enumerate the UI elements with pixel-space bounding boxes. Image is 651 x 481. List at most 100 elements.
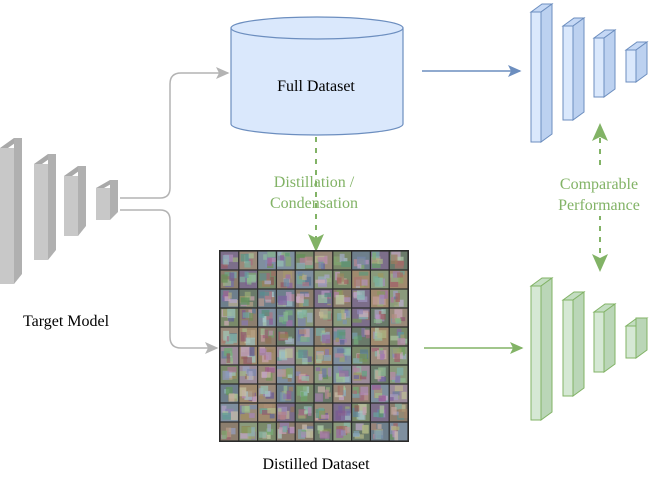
distilled-image-tile	[258, 327, 276, 346]
distilled-image-tile	[314, 403, 333, 422]
distilled-image-tile	[371, 251, 389, 270]
distilled-image-tile	[239, 327, 257, 346]
distilled-image-tile	[239, 346, 257, 365]
distilled-image-tile	[314, 251, 333, 270]
distillation-label-line1: Distillation /	[274, 174, 355, 191]
distilled-image-tile	[277, 251, 295, 270]
distillation-label-line2: Condensation	[270, 195, 358, 212]
distilled-image-tile	[333, 365, 351, 384]
distilled-image-tile	[333, 327, 351, 346]
distilled-image-tile	[352, 403, 370, 422]
distilled-image-tile	[352, 270, 370, 289]
full-dataset-label: Full Dataset	[277, 78, 355, 95]
distilled-image-tile	[258, 384, 276, 403]
distilled-image-tile	[389, 365, 408, 384]
distilled-image-tile	[352, 384, 370, 403]
distilled-image-tile	[295, 403, 314, 422]
distilled-image-tile	[239, 251, 257, 270]
distilled-image-tile	[371, 308, 389, 327]
distilled-image-tile	[239, 403, 257, 422]
distilled-image-tile	[389, 327, 408, 346]
distilled-image-tile	[239, 270, 257, 289]
target-layer-4	[96, 180, 118, 220]
distilled-image-tile	[389, 308, 408, 327]
distilled-image-tile	[333, 251, 351, 270]
distilled-image-tile	[314, 327, 333, 346]
distilled-image-tile	[258, 403, 276, 422]
distilled-image-tile	[371, 289, 389, 308]
distilled-image-tile	[389, 289, 408, 308]
distilled-image-tile	[220, 422, 239, 441]
distilled-image-tile	[295, 270, 314, 289]
target-layer-1	[0, 138, 22, 284]
target-to-full-arrow	[120, 67, 230, 199]
distilled-image-tile	[333, 270, 351, 289]
comparable-label-bg	[548, 170, 650, 216]
distilled-image-tile	[295, 251, 314, 270]
distilled-image-tile	[239, 384, 257, 403]
distilled-image-tile	[258, 251, 276, 270]
distilled-image-tile	[295, 346, 314, 365]
distilled-image-tile	[314, 384, 333, 403]
target-layer-3	[64, 166, 86, 236]
distilled-image-tile	[295, 308, 314, 327]
distilled-image-tile	[258, 365, 276, 384]
distilled-image-tile	[371, 346, 389, 365]
distilled-image-tile	[295, 422, 314, 441]
distilled-image-tile	[333, 403, 351, 422]
green-layer-2	[561, 291, 586, 397]
distilled-image-tile	[258, 346, 276, 365]
distilled-image-tile	[277, 270, 295, 289]
distilled-image-tile	[389, 403, 408, 422]
green-model-network	[529, 277, 649, 421]
blue-layer-2	[561, 17, 586, 121]
distilled-image-tile	[220, 403, 239, 422]
distilled-image-tile	[333, 346, 351, 365]
distilled-image-tile	[371, 270, 389, 289]
blue-layer-1	[529, 3, 554, 143]
distilled-image-tile	[220, 251, 239, 270]
distilled-image-tile	[333, 308, 351, 327]
distilled-image-tile	[277, 422, 295, 441]
distilled-image-tile	[352, 422, 370, 441]
distilled-image-tile	[220, 327, 239, 346]
distilled-image-tile	[239, 365, 257, 384]
blue-layer-4	[624, 41, 649, 83]
distilled-image-tile	[371, 327, 389, 346]
distilled-image-tile	[389, 422, 408, 441]
distilled-image-tile	[220, 346, 239, 365]
distilled-image-tile	[314, 270, 333, 289]
distilled-image-tile	[352, 289, 370, 308]
distilled-image-tile	[389, 270, 408, 289]
distilled-image-tile	[277, 289, 295, 308]
green-layer-1	[529, 277, 554, 421]
distilled-image-tile	[277, 327, 295, 346]
distilled-image-tile	[352, 327, 370, 346]
full-dataset-cylinder	[230, 16, 404, 136]
distilled-image-tile	[239, 308, 257, 327]
blue-model-network	[529, 3, 649, 143]
target-to-distilled-arrow	[120, 209, 219, 354]
distilled-image-tile	[314, 422, 333, 441]
distilled-image-tile	[352, 308, 370, 327]
distilled-image-tile	[277, 365, 295, 384]
distilled-image-tile	[295, 327, 314, 346]
distilled-image-tile	[295, 289, 314, 308]
distilled-image-tile	[371, 384, 389, 403]
distilled-image-tile	[258, 422, 276, 441]
distilled-image-tile	[277, 308, 295, 327]
distilled-image-tile	[239, 422, 257, 441]
green-layer-4	[624, 317, 649, 359]
green-layer-3	[592, 303, 617, 373]
distilled-image-tile	[277, 403, 295, 422]
distilled-image-tile	[258, 270, 276, 289]
distilled-image-tile	[220, 384, 239, 403]
distilled-image-tile	[220, 270, 239, 289]
distilled-image-tile	[333, 289, 351, 308]
distilled-image-tile	[258, 289, 276, 308]
distilled-image-tile	[333, 384, 351, 403]
distilled-dataset-image-grid	[219, 250, 409, 442]
distilled-image-tile	[352, 346, 370, 365]
target-model-label: Target Model	[23, 313, 110, 330]
